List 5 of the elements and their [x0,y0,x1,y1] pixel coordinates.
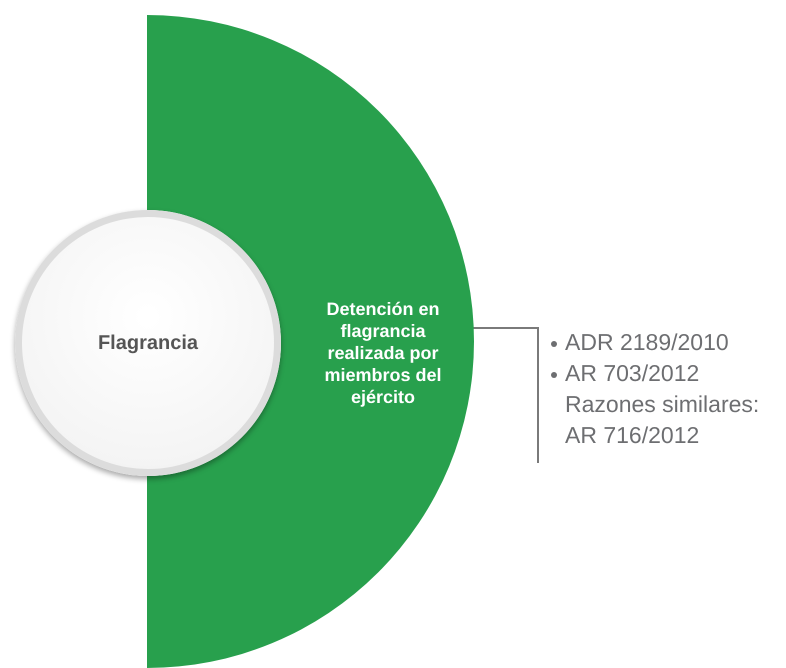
node-label: Detención en flagrancia realizada por miembros del ejército [323,298,443,408]
list-item: ADR 2189/2010 [549,327,770,358]
list-item: AR 703/2012 Razones similares: AR 716/2012 [549,358,770,451]
connector-line [472,327,537,329]
node-label: Flagrancia [98,332,198,354]
